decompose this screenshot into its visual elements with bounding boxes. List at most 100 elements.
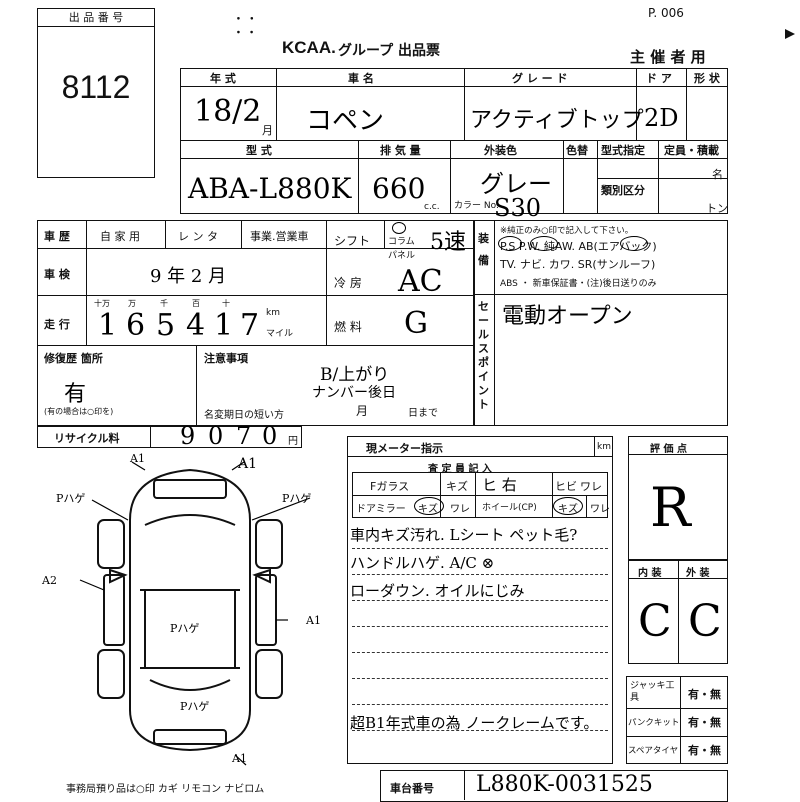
inspector-label: 査 定 員 記 入	[428, 464, 492, 475]
notes-label: 注意事項	[204, 352, 248, 365]
ps-circle	[498, 236, 522, 251]
mile-unit: マイル	[266, 329, 294, 339]
color-change-label: 色替	[566, 144, 588, 157]
office-items-note: 事務局預り品は○印 カギ リモコン ナビロム	[66, 784, 265, 795]
margin-mark	[785, 29, 795, 39]
meter-change-label: 現メーター指示	[366, 442, 443, 455]
mileage-unit-100k: 十万	[94, 299, 110, 308]
rental-label: レ ン タ	[178, 230, 218, 243]
wheel-label: ホイール(CP)	[482, 503, 537, 513]
history-label: 車 歴	[44, 230, 70, 243]
expiry-day: 日まで	[408, 408, 438, 419]
mirror-crack-label: ワレ	[450, 504, 470, 515]
lot-number-box: 出 品 番 号 8112	[37, 8, 155, 178]
private-label: 自 家 用	[100, 230, 140, 243]
equipment-table	[474, 220, 728, 426]
pw-circle	[530, 236, 558, 251]
repair-note: (有の場合は○印を)	[44, 407, 114, 416]
mileage-digit-4: 4	[186, 308, 206, 343]
persons-unit: 名	[712, 168, 723, 181]
mileage-unit-10: 十	[222, 299, 230, 308]
damage-front-left: A1	[130, 452, 145, 465]
shift-label: シフト	[334, 234, 371, 248]
puncture-kit-label: パンクキット	[628, 718, 680, 728]
crack-label: ワレ	[580, 480, 602, 493]
repair-value: 有	[64, 382, 87, 407]
puncture-kit-value: 有・無	[688, 716, 721, 729]
damage-rear: A1	[232, 752, 247, 765]
tools-box	[626, 676, 728, 764]
panel-label: パネル	[388, 251, 416, 261]
km-unit: km	[266, 308, 280, 318]
grade-label: グ レ ー ド	[512, 72, 568, 85]
score-value: R	[650, 476, 691, 539]
damage-left-side: A2	[42, 574, 57, 587]
mirror-scratch-circle	[414, 497, 444, 515]
wheel-scratch-circle	[553, 497, 583, 515]
shift-value: 5速	[430, 230, 466, 255]
color-no-value: S30	[494, 194, 541, 222]
chassis-value: L880K-0031525	[476, 772, 653, 797]
recycle-digit-2: 0	[208, 422, 224, 450]
cc-unit: c.c.	[424, 202, 440, 212]
ac-value: AC	[398, 264, 443, 299]
recycle-box	[37, 426, 302, 448]
score-box	[628, 436, 728, 560]
comment-line-3: ローダウン. オイルにじみ	[350, 582, 525, 600]
year-value: 18/2	[194, 94, 262, 129]
lot-number: 8112	[61, 69, 131, 105]
mileage-digit-1: 1	[98, 308, 118, 343]
car-name-value: コペン	[306, 106, 385, 136]
car-name-label: 車 名	[348, 72, 374, 85]
recycle-digit-4: 0	[262, 422, 278, 450]
comment-line-1: 車内キズ汚れ. Lシート ペット毛?	[350, 526, 578, 544]
lot-label: 出 品 番 号	[38, 9, 154, 27]
equipment-note: ※純正のみ○印で記入して下さい。	[500, 226, 634, 236]
comment-line-2: ハンドルハゲ. A/C ⊗	[350, 554, 495, 572]
recycle-label: リサイクル料	[54, 432, 120, 445]
grade-value: アクティブトップ	[470, 108, 644, 133]
damage-p-left: Pハゲ	[56, 492, 86, 505]
brand-logo: KCAA.	[282, 38, 336, 57]
windshield-scratch-label: キズ	[446, 480, 468, 493]
doors-label: ド ア	[646, 72, 672, 85]
inspection-value: 9 年 2 月	[150, 266, 227, 287]
form-title: グループ 出品票	[338, 43, 441, 59]
glass-crack-label: ヒビ	[555, 480, 577, 493]
category-label: 類別区分	[601, 184, 645, 197]
ab-circle	[620, 236, 648, 251]
fuel-value: G	[404, 306, 428, 341]
history-table	[37, 220, 474, 426]
column-label: コラム	[388, 237, 415, 247]
chassis-label: 車台番号	[390, 782, 434, 795]
damage-trunk: Pハゲ	[180, 700, 210, 713]
damage-p-right: Pハゲ	[282, 492, 312, 505]
windshield-value: ヒ 右	[482, 476, 517, 494]
spare-tire-value: 有・無	[688, 744, 721, 757]
meter-km-unit: km	[597, 442, 611, 452]
comment-line-4: 超B1年式車の為 ノークレームです。	[350, 714, 599, 732]
model-type-label: 型 式	[246, 144, 272, 157]
equipment-line-2: TV. ナビ. カワ. SR(サンルーフ)	[500, 258, 656, 271]
vehicle-info-table	[180, 68, 728, 214]
mileage-digit-3: 5	[156, 308, 176, 343]
mileage-unit-1k: 千	[160, 299, 168, 308]
ext-color-label: 外装色	[484, 144, 517, 157]
mileage-digit-2: 6	[126, 308, 146, 343]
capacity-label: 定員・積載	[664, 144, 719, 157]
sales-point-label: セールスポイント	[478, 300, 489, 411]
inspection-label: 車 検	[44, 268, 70, 281]
score-label: 評 価 点	[650, 444, 687, 455]
exterior-label: 外 装	[686, 568, 710, 579]
recycle-digit-3: 7	[236, 422, 252, 450]
interior-label: 内 装	[638, 568, 662, 579]
equipment-line-3: ABS ・ 新車保証書・(注)後日送りのみ	[500, 279, 657, 289]
notes-line-1: B/上がり	[320, 365, 390, 385]
body-type-label: 形 状	[694, 72, 720, 85]
expiry-month: 月	[356, 404, 369, 418]
mileage-label: 走 行	[44, 318, 70, 331]
tons-unit: トン	[706, 202, 728, 215]
displacement-label: 排 気 量	[380, 144, 421, 157]
yen-unit: 円	[288, 436, 298, 447]
interior-grade: C	[638, 596, 672, 647]
